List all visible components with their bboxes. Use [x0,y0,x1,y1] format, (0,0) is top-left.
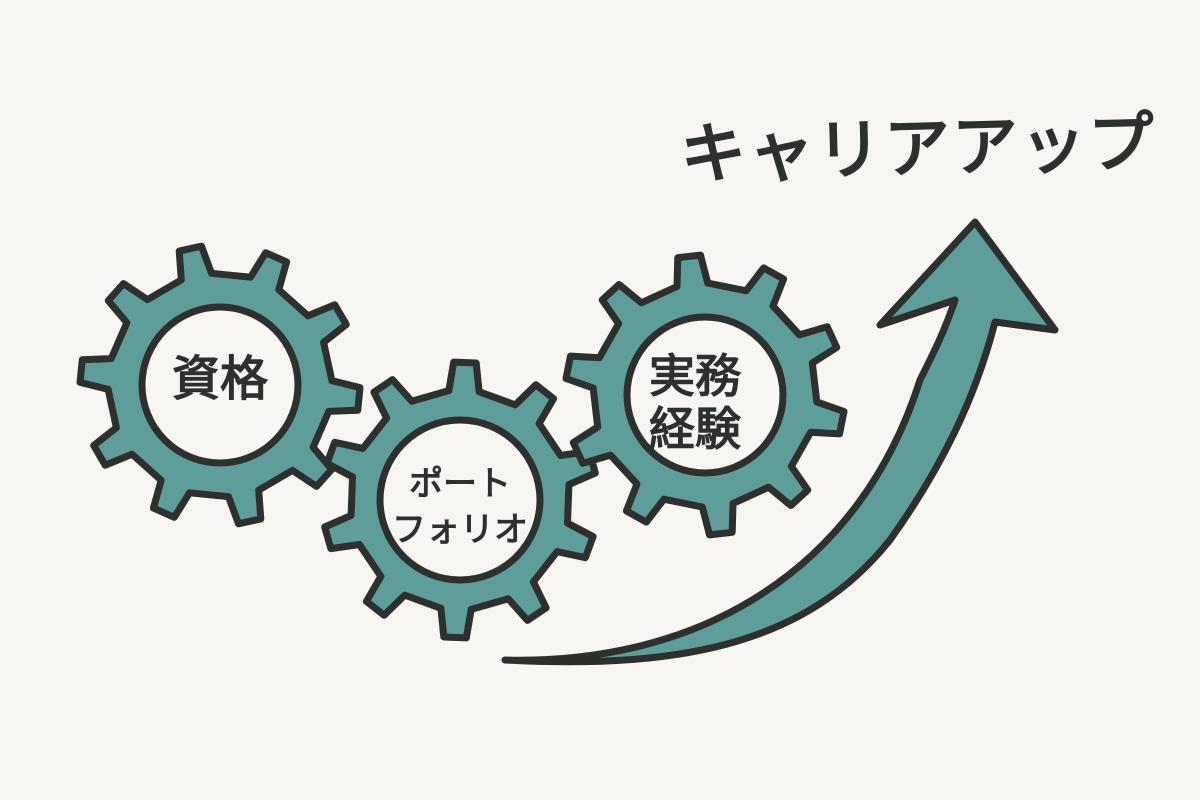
gear-icon [76,242,364,528]
title-career-up: キャリアアップ [679,103,1158,194]
gear-icon [321,358,599,642]
gear-label-line: フォリオ [392,509,528,550]
gear-label-line: 経験 [649,401,741,456]
gear-icon [562,251,848,539]
gear-label-line: 資格 [171,351,268,407]
gear-label-jitsumu: 実務 経験 [630,350,760,456]
gear-label-shikaku: 資格 [150,351,290,407]
gear-label-line: 実務 [649,349,741,403]
gear-label-portfolio: ポート フォリオ [385,462,535,554]
arrow-up-icon [501,218,1059,666]
gear-label-line: ポート [409,464,511,504]
